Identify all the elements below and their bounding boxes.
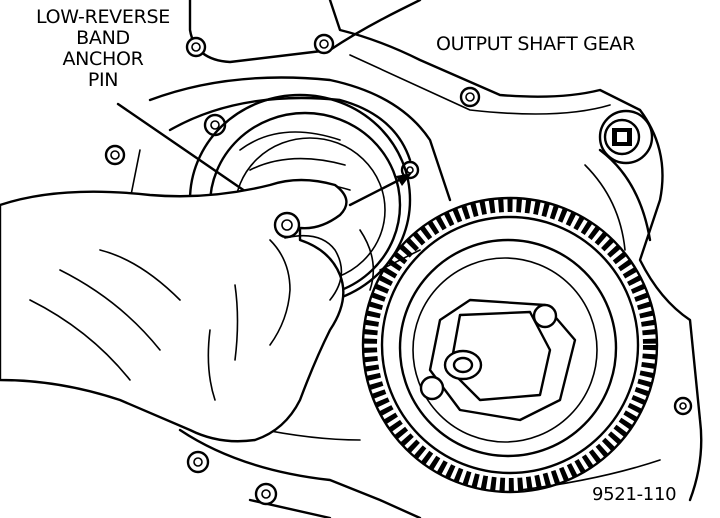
label-line: BAND <box>76 27 130 49</box>
label-line: LOW-REVERSE <box>36 6 170 28</box>
output-shaft-gear-label: OUTPUT SHAFT GEAR <box>436 33 635 55</box>
figure-number: 9521-110 <box>592 484 677 505</box>
low-reverse-band-anchor-pin-label: LOW-REVERSE BAND ANCHOR PIN <box>28 7 178 91</box>
output-shaft-gear <box>361 196 659 494</box>
hand-illustration <box>0 178 348 443</box>
label-line: PIN <box>87 69 119 91</box>
output-shaft-seal <box>598 109 654 165</box>
label-line: ANCHOR <box>62 48 144 70</box>
